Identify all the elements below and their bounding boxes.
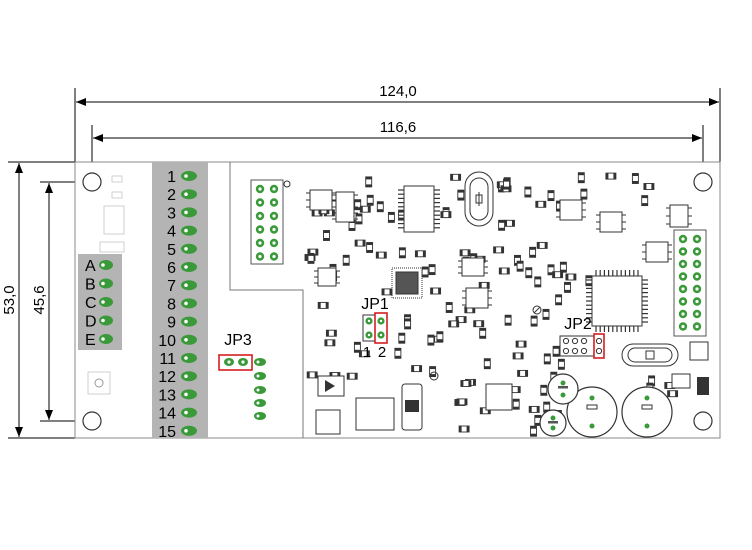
left-area-silkscreen	[87, 175, 125, 395]
main-connector-pad	[181, 298, 197, 309]
crystal-top	[464, 171, 494, 227]
jp2-pin	[571, 337, 579, 345]
soic-package	[465, 287, 489, 309]
main-connector-pin-label: 9	[167, 315, 176, 332]
jp2-label: JP2	[564, 316, 592, 333]
jp2-pin	[595, 347, 603, 355]
jp2-pin	[595, 337, 603, 345]
power-components	[315, 341, 709, 435]
ic-qfp-large	[398, 185, 440, 233]
jp2-pin	[562, 337, 570, 345]
hole-spacing-height-label: 45,6	[31, 285, 48, 314]
jp3-label: JP3	[224, 332, 252, 349]
jp2-pin	[580, 337, 588, 345]
main-connector-pad	[181, 425, 197, 436]
main-connector-pin-label: 14	[158, 406, 176, 423]
pad	[254, 358, 266, 366]
overall-height-label: 53,0	[1, 285, 18, 314]
main-connector-pin-label: 15	[158, 424, 176, 441]
left-connector-pin-label: B	[85, 277, 96, 294]
main-connector-pad	[181, 243, 197, 254]
main-connector-pad	[181, 171, 197, 181]
hole-spacing-width-label: 116,6	[380, 119, 416, 136]
pin-header-top	[250, 179, 284, 265]
overall-width-label: 124,0	[379, 83, 417, 100]
jp1-pin-1-label: 1	[363, 344, 371, 361]
main-connector-pin-label: 2	[167, 187, 176, 204]
pad	[254, 372, 266, 380]
jp1-pin-2-label: 2	[378, 344, 386, 361]
main-connector-pin-label: 11	[159, 351, 176, 368]
dimension-lines	[8, 88, 721, 439]
main-connector-pad	[181, 407, 197, 418]
soic-package	[645, 241, 669, 263]
main-connector-pad	[181, 334, 197, 345]
jp2-pin	[571, 347, 579, 355]
left-connector-pad	[99, 315, 113, 326]
soic-package	[559, 199, 583, 221]
main-connector-pin-label: 1	[167, 169, 176, 186]
main-connector-pad	[181, 262, 197, 272]
jp3-jumper	[218, 354, 253, 371]
mounting-hole-tr	[693, 172, 713, 192]
ic-small-qfp	[391, 267, 423, 299]
main-connector-pad	[181, 389, 197, 400]
soic-package	[309, 189, 333, 211]
main-connector-pad	[181, 316, 197, 327]
main-connector-pad	[181, 189, 197, 200]
jp1-label: JP1	[361, 296, 389, 313]
fiducials	[283, 180, 542, 381]
main-connector-pin-label: 6	[167, 260, 176, 277]
main-connector-pin-label: 8	[167, 296, 176, 313]
electrolytic-caps	[539, 373, 673, 438]
main-connector-pad	[181, 353, 197, 363]
soic-package	[599, 211, 623, 233]
soic-package	[461, 257, 485, 277]
left-connector-pad	[99, 297, 113, 307]
main-connector-body	[152, 162, 208, 438]
main-connector-pin-label: 5	[167, 242, 176, 259]
pad	[254, 412, 266, 420]
jp1-jumper	[362, 312, 388, 344]
left-connector-pin-label: E	[85, 332, 96, 349]
left-connector-pad	[99, 260, 113, 270]
left-connector-pin-label: C	[85, 295, 97, 312]
pad	[254, 386, 266, 394]
left-connector-pad	[99, 334, 113, 344]
soic-package	[335, 191, 355, 223]
left-connector-pin-label: A	[85, 258, 96, 275]
soic-package	[317, 267, 337, 287]
mounting-hole-tl	[82, 172, 102, 192]
main-connector-pad	[181, 207, 197, 218]
main-connector-pin-label: 7	[167, 278, 176, 295]
mounting-hole-br	[693, 411, 713, 431]
left-connector-pin-label: D	[85, 314, 97, 331]
soic-packages	[306, 189, 692, 309]
main-connector-pad	[181, 280, 197, 291]
soic-package	[669, 204, 689, 228]
jp2-pin	[580, 347, 588, 355]
main-connector-pin-label: 10	[158, 333, 176, 350]
pin-header-right	[673, 229, 707, 337]
main-connector-pad	[181, 371, 197, 382]
jp2-jumper	[559, 333, 605, 359]
main-connector-pin-label: 3	[167, 205, 176, 222]
mounting-hole-bl	[82, 411, 102, 431]
left-connector-pad	[99, 278, 113, 289]
main-connector-pin-label: 12	[158, 369, 176, 386]
ic-mcu-qfp	[586, 270, 648, 332]
crystal-bottom	[621, 343, 679, 367]
main-connector-pad	[181, 225, 197, 236]
jp2-pin	[562, 347, 570, 355]
main-connector-pin-label: 4	[167, 224, 176, 241]
jp3-side-pads	[254, 358, 266, 420]
main-connector-pin-label: 13	[158, 387, 176, 404]
pad	[254, 399, 266, 407]
